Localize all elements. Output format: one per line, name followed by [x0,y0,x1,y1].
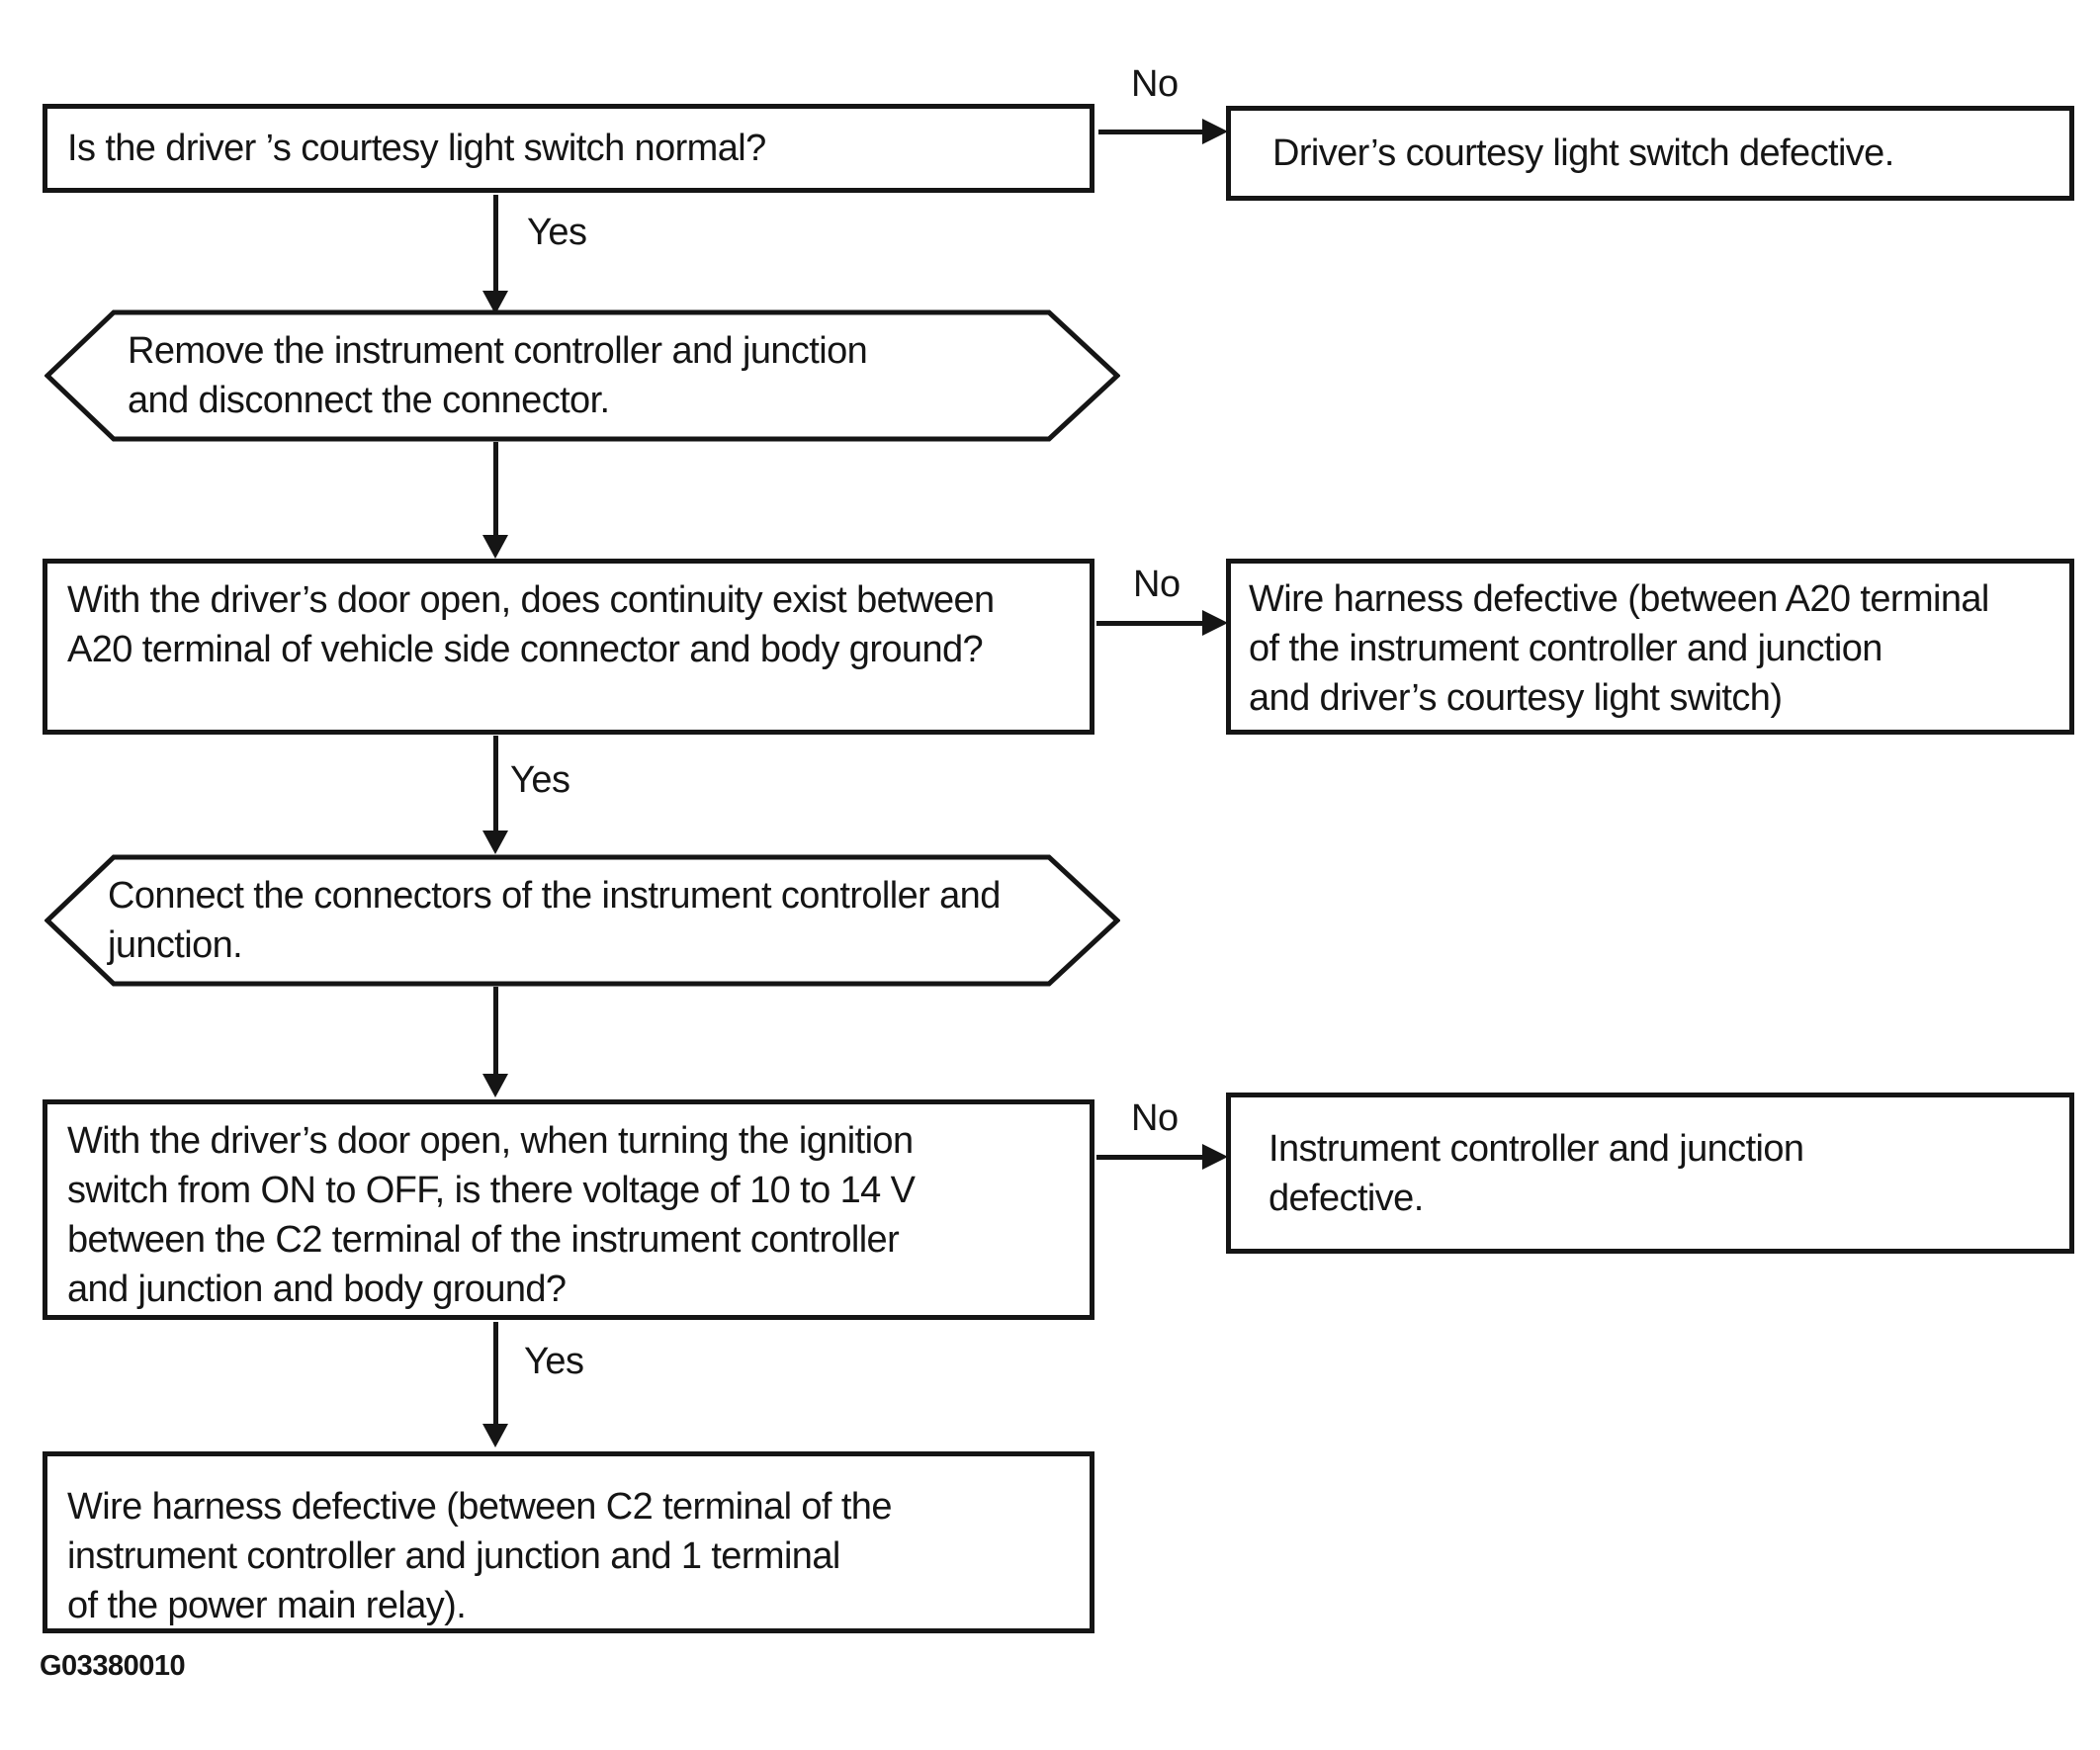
arrowhead-down-icon [482,1074,508,1097]
question-box-courtesy-light-switch: Is the driver ’s courtesy light switch n… [43,104,1094,193]
arrowhead-down-icon [482,1424,508,1447]
action-hexagon-remove-controller: Remove the instrument controller and jun… [44,309,1120,442]
action-text: junction. [108,924,243,966]
question-text: switch from ON to OFF, is there voltage … [67,1170,916,1211]
action-text: Connect the connectors of the instrument… [108,875,1001,917]
result-box-switch-defective: Driver’s courtesy light switch defective… [1226,106,2074,201]
edge-label-yes-1: Yes [527,212,587,253]
result-box-controller-defective: Instrument controller and junction defec… [1226,1093,2074,1254]
action-text: and disconnect the connector. [128,380,610,421]
connector-no-3 [1096,1155,1205,1160]
question-text: and junction and body ground? [67,1269,567,1310]
result-text: of the power main relay). [67,1585,467,1626]
result-text: instrument controller and junction and 1… [67,1535,840,1577]
connector-yes-3 [493,1322,498,1426]
result-text: and driver’s courtesy light switch) [1249,677,1783,719]
question-box-c2-voltage: With the driver’s door open, when turnin… [43,1099,1094,1320]
action-hexagon-connect-connectors: Connect the connectors of the instrument… [44,854,1120,987]
connector-yes-1 [493,195,498,294]
connector-no-1 [1098,130,1205,134]
connector-no-2 [1096,621,1205,626]
result-box-wire-harness-c2: Wire harness defective (between C2 termi… [43,1451,1094,1633]
result-text: Driver’s courtesy light switch defective… [1272,132,1894,174]
result-text: Wire harness defective (between A20 term… [1249,578,1989,620]
connector-down-1 [493,442,498,537]
edge-label-no-1: No [1131,63,1179,105]
result-text: of the instrument controller and junctio… [1249,628,1882,669]
result-box-wire-harness-a20: Wire harness defective (between A20 term… [1226,559,2074,735]
edge-label-no-3: No [1131,1097,1179,1139]
action-text: Remove the instrument controller and jun… [128,330,868,372]
question-text: With the driver’s door open, when turnin… [67,1120,914,1162]
question-text: Is the driver ’s courtesy light switch n… [67,128,766,169]
arrowhead-right-icon [1202,119,1228,144]
edge-label-no-2: No [1133,564,1181,605]
result-text: Wire harness defective (between C2 termi… [67,1486,892,1528]
arrowhead-right-icon [1202,610,1228,636]
question-text: A20 terminal of vehicle side connector a… [67,629,984,670]
figure-code: G03380010 [40,1650,186,1682]
hexagon-shape [44,854,1120,987]
connector-down-2 [493,987,498,1076]
arrowhead-down-icon [482,831,508,854]
edge-label-yes-2: Yes [510,759,570,801]
question-box-a20-continuity: With the driver’s door open, does contin… [43,559,1094,735]
connector-yes-2 [493,736,498,832]
result-text: Instrument controller and junction [1269,1127,1804,1170]
arrowhead-down-icon [482,535,508,559]
edge-label-yes-3: Yes [524,1341,584,1382]
result-text: defective. [1269,1177,1424,1219]
hexagon-shape [44,309,1120,442]
arrowhead-right-icon [1202,1144,1228,1170]
question-text: between the C2 terminal of the instrumen… [67,1219,900,1261]
question-text: With the driver’s door open, does contin… [67,579,995,621]
